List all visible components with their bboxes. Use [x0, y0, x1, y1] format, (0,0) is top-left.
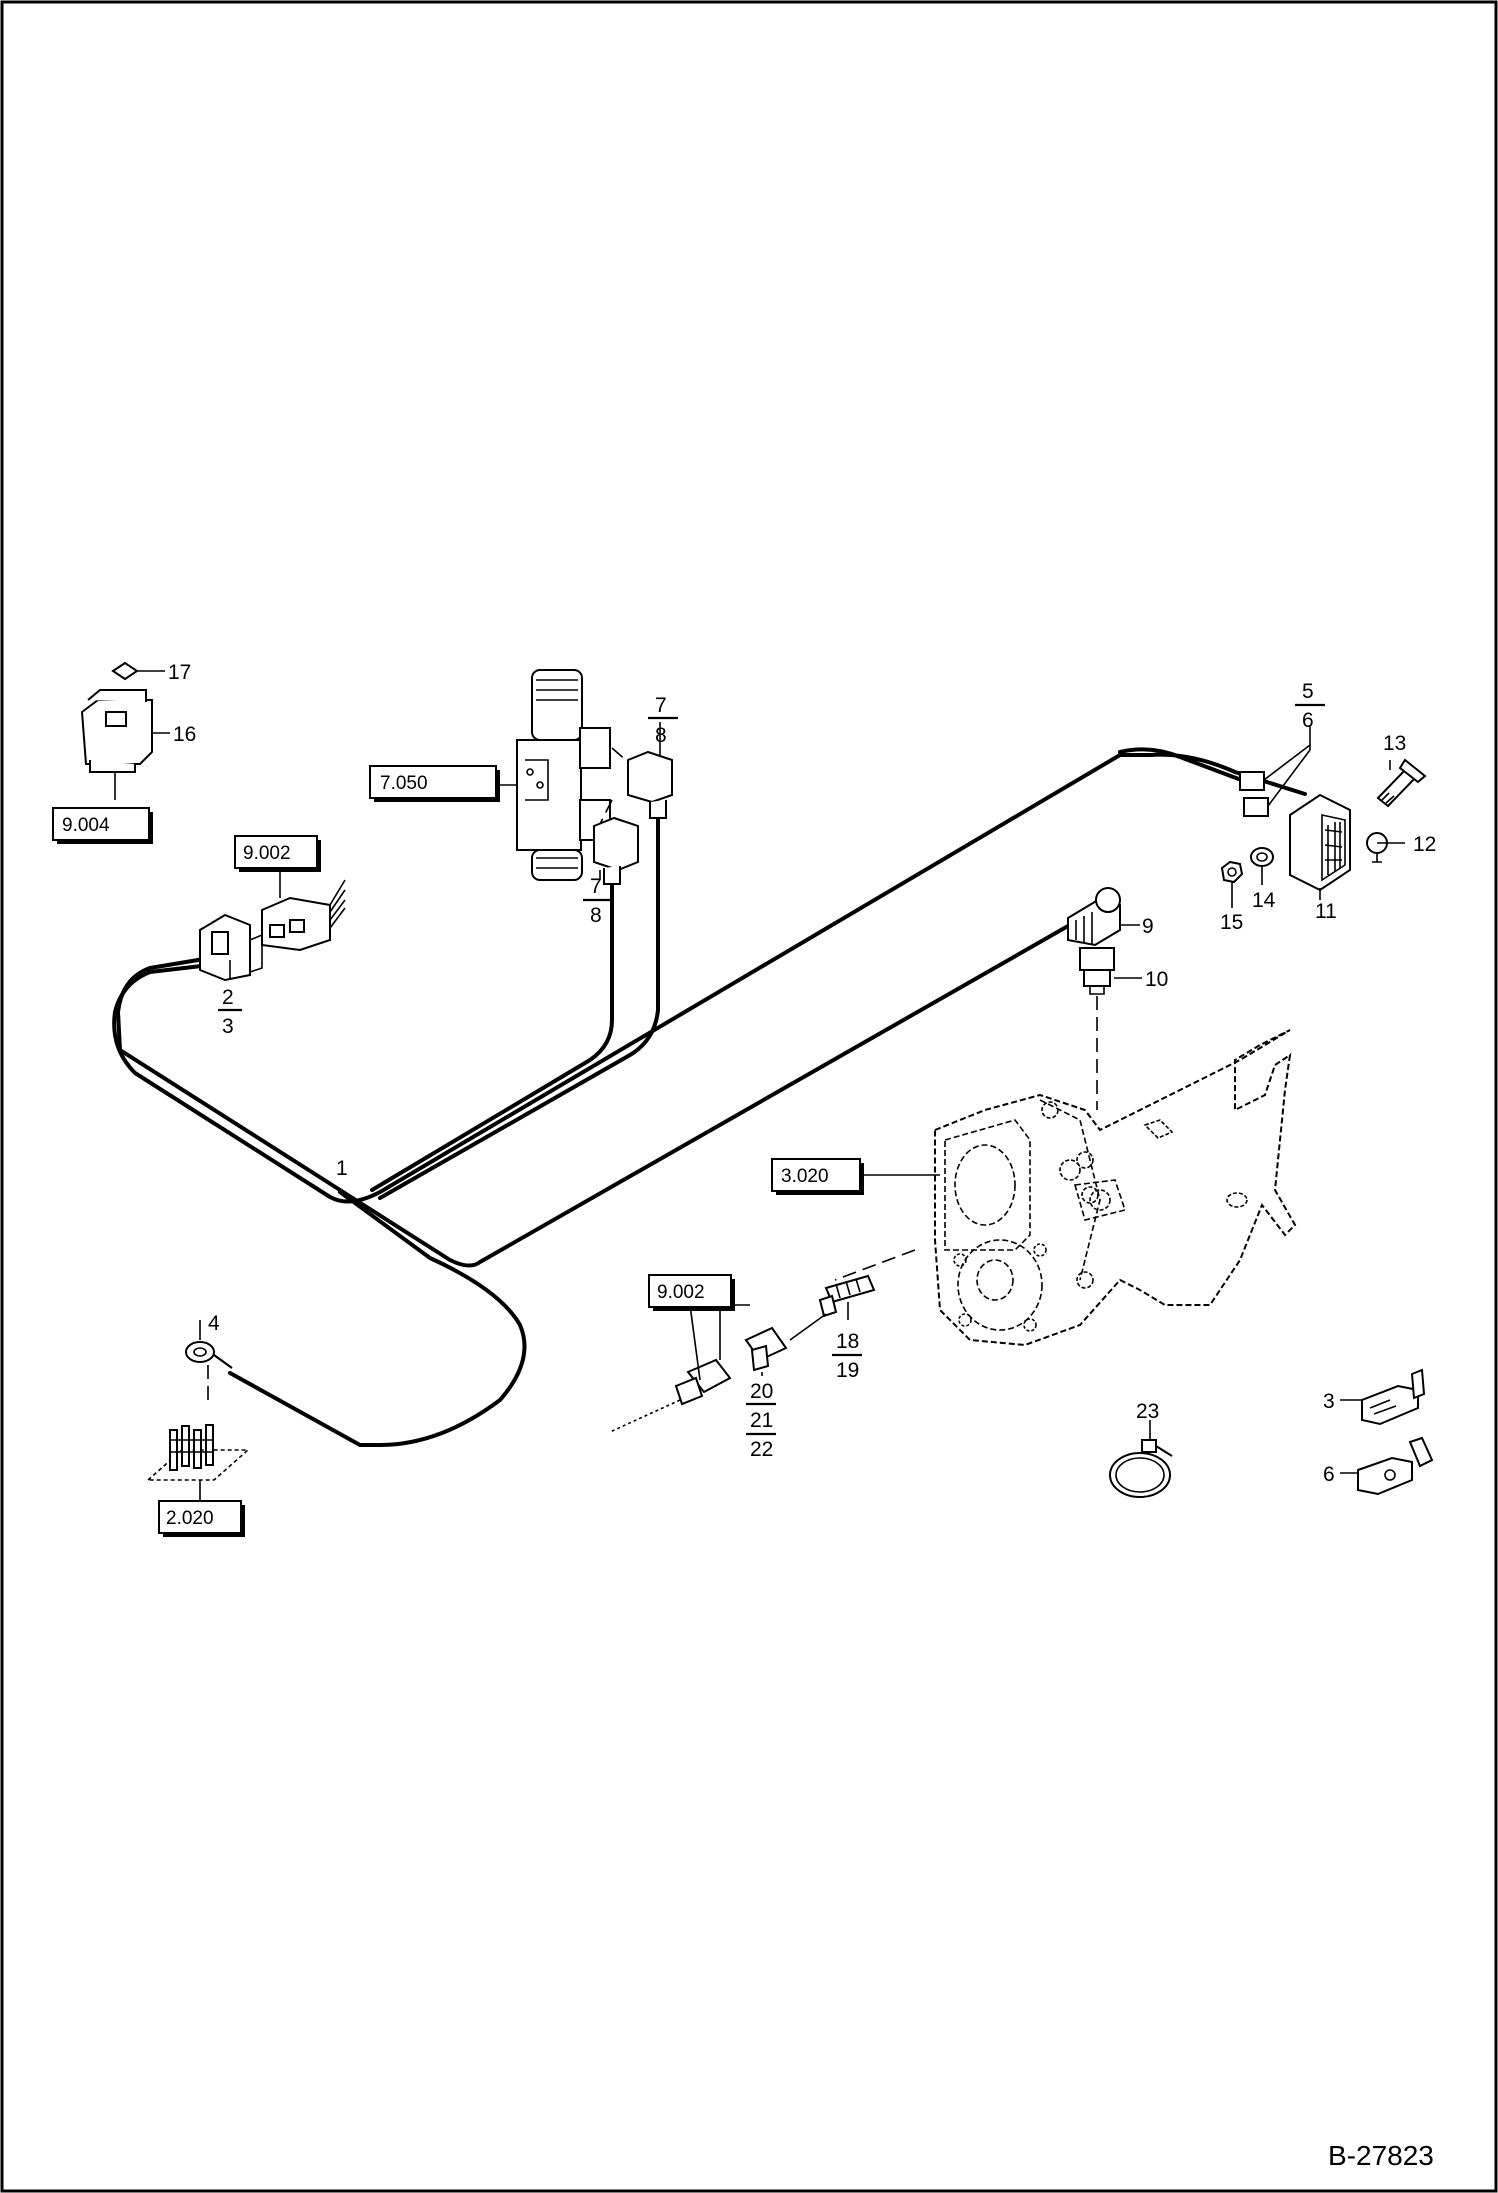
- callout-10: 10: [1145, 968, 1168, 991]
- callout-6-flat: 6: [1323, 1463, 1335, 1486]
- ref-box-9002-bottom: 9.002: [648, 1274, 735, 1311]
- callout-5: 5: [1302, 680, 1314, 703]
- callout-6-upper: 6: [1302, 709, 1314, 732]
- ref-label-9002-bottom: 9.002: [657, 1282, 705, 1303]
- document-number: B-27823: [1328, 2140, 1434, 2171]
- switch-cap: [111, 661, 139, 681]
- callout-13: 13: [1383, 732, 1406, 755]
- ref-box-2020: 2.020: [158, 1500, 245, 1537]
- flat-connector-3: [1361, 1368, 1426, 1426]
- ref-box-7050: 7.050: [369, 765, 500, 802]
- callout-4: 4: [208, 1312, 220, 1335]
- callout-8-upper: 8: [655, 724, 667, 747]
- rocker-switch: [80, 689, 153, 773]
- nut: [1220, 860, 1244, 884]
- flat-connector-6: [1357, 1436, 1434, 1496]
- ref-label-7050: 7.050: [380, 773, 428, 794]
- sensor-plug: [744, 1326, 788, 1372]
- callout-11: 11: [1315, 900, 1337, 923]
- callout-8-lower: 8: [590, 904, 602, 927]
- callout-20: 20: [750, 1380, 773, 1403]
- callout-3-connector: 3: [222, 1015, 234, 1038]
- callout-1: 1: [336, 1157, 348, 1180]
- angled-sensor-plug: [1067, 887, 1121, 947]
- ref-box-9004: 9.004: [52, 807, 153, 844]
- callout-21: 21: [750, 1409, 773, 1432]
- callout-23: 23: [1136, 1400, 1159, 1423]
- main-cable-harness: [112, 747, 1307, 1447]
- callout-18: 18: [836, 1330, 859, 1353]
- pressure-sensor: [1079, 947, 1115, 1110]
- callout-3-flat: 3: [1323, 1390, 1335, 1413]
- lamp-clip: [1366, 832, 1388, 863]
- washer: [1250, 847, 1274, 867]
- harness-connector: [609, 1358, 732, 1433]
- ring-terminal: [185, 1341, 233, 1405]
- ref-label-3020: 3.020: [781, 1166, 829, 1187]
- callout-16: 16: [173, 723, 196, 746]
- multi-pin-connector: [199, 913, 263, 982]
- lamp-screw: [1376, 758, 1427, 808]
- ref-box-3020: 3.020: [771, 1158, 864, 1195]
- ref-label-9004: 9.004: [62, 815, 110, 836]
- transmission-housing: [834, 1029, 1297, 1347]
- callout-14: 14: [1252, 889, 1276, 912]
- rear-lamp: [1289, 793, 1351, 892]
- callout-9: 9: [1142, 915, 1154, 938]
- callout-17: 17: [168, 661, 191, 684]
- terminal-block: [145, 1424, 251, 1481]
- callout-19: 19: [836, 1359, 859, 1382]
- callout-2: 2: [222, 986, 234, 1009]
- fraction-bars: [218, 703, 1325, 1436]
- valve-connector-lower: [593, 799, 639, 885]
- ref-box-9002-top: 9.002: [234, 835, 321, 872]
- callout-22: 22: [750, 1438, 773, 1461]
- solenoid-valve-block: [516, 669, 611, 881]
- control-unit-plug: [261, 879, 346, 952]
- callout-labels: 17 16 2 3 1 7 8 7 8 5 6 13 12 14 15 11 9…: [168, 661, 1436, 1486]
- callout-7-upper: 7: [655, 694, 667, 717]
- ref-label-9002-top: 9.002: [243, 843, 291, 864]
- connector-pair: [1239, 744, 1311, 817]
- cable-tie: [1109, 1439, 1173, 1498]
- ref-label-2020: 2.020: [166, 1508, 214, 1529]
- valve-connector-upper: [611, 747, 673, 819]
- callout-7-lower: 7: [590, 875, 602, 898]
- speed-sensor: [789, 1274, 876, 1341]
- callout-12: 12: [1413, 833, 1436, 856]
- callout-15: 15: [1220, 911, 1243, 934]
